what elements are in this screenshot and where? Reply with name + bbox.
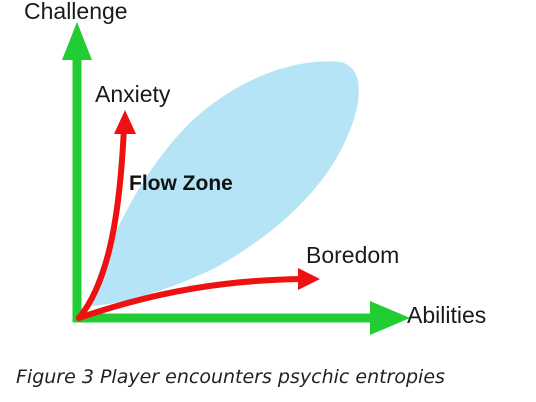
boredom-arrowhead	[298, 268, 320, 290]
axes	[62, 22, 410, 335]
anxiety-arrowhead	[114, 110, 136, 134]
boredom-label: Boredom	[306, 242, 399, 268]
flow-zone-label: Flow Zone	[129, 172, 233, 195]
entropy-arrows	[76, 110, 320, 321]
x-axis-arrowhead	[370, 301, 410, 335]
boredom-arrow-curve	[76, 276, 305, 321]
figure-caption: Figure 3 Player encounters psychic entro…	[16, 366, 445, 388]
flow-zone-region	[88, 61, 359, 306]
anxiety-label: Anxiety	[95, 81, 171, 107]
y-axis-label: Challenge	[24, 0, 128, 24]
y-axis-arrowhead	[62, 22, 92, 60]
x-axis-label: Abilities	[407, 302, 486, 328]
anxiety-arrow-curve	[76, 125, 127, 321]
